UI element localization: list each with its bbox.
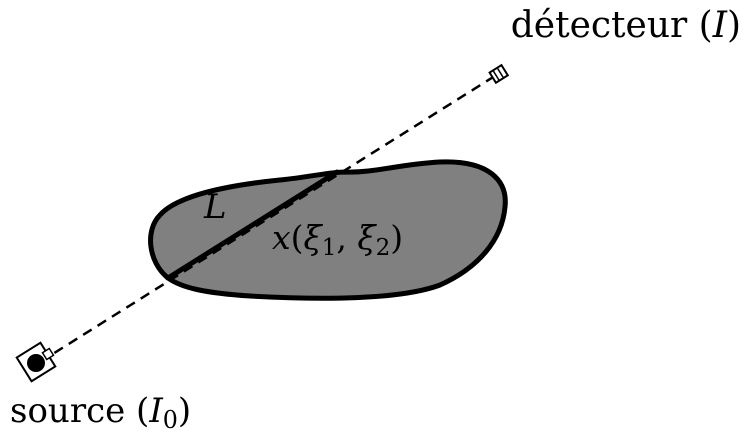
path-length-chord — [165, 169, 340, 281]
source-label: source (I0) — [10, 391, 192, 434]
ray-dashed-line — [39, 72, 499, 364]
object-function-label: x(ξ1, ξ2) — [272, 218, 404, 261]
detector-label: détecteur (I) — [510, 5, 741, 46]
path-length-label: L — [204, 187, 227, 227]
object-region — [148, 159, 508, 301]
detector-icon — [488, 63, 510, 85]
source-icon — [15, 341, 57, 383]
